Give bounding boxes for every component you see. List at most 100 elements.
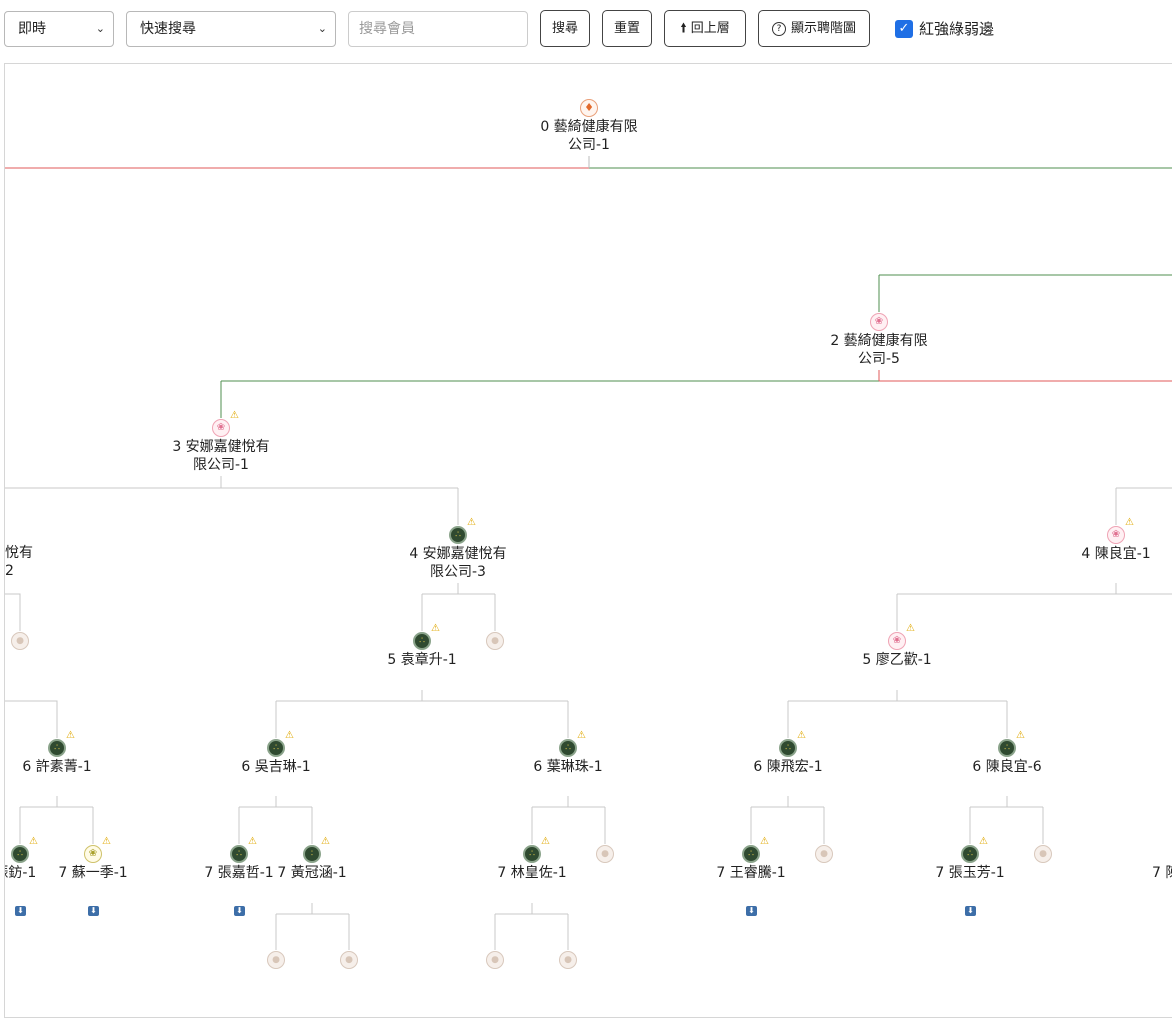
warning-icon: ⚠ [66,730,75,741]
green-three-star-icon: ∴ [449,526,467,544]
node-label: 2 藝綺健康有限公司-5 [830,333,928,367]
tree-node[interactable]: ∴ ⚠ 7 張玉芳-1 ⬇ [935,837,1005,916]
tree-node[interactable]: ∴ ⚠ 7 張嘉哲-1 ⬇ [204,837,274,916]
tree-node[interactable]: ❀ 2 藝綺健康有限公司-5 [830,313,928,367]
download-icon[interactable]: ⬇ [88,906,99,916]
node-label: 7 黃冠涵-1 [277,865,347,881]
tree-node[interactable]: ❀ ⚠ 4 陳良宜-1 [1081,518,1150,563]
empty-avatar-icon: ● [486,632,504,650]
tree-node[interactable]: ❀ ⚠ 7 蘇一季-1 ⬇ [58,837,128,916]
tree-node-empty[interactable]: ● [340,951,358,969]
download-icon[interactable]: ⬇ [15,906,26,916]
up-level-button-label: 回上層 [690,21,730,36]
empty-avatar-icon: ● [596,845,614,863]
tree-node-empty[interactable]: ● [486,951,504,969]
warning-icon: ⚠ [979,836,988,847]
tree-node-empty[interactable]: ● [486,632,504,650]
node-label: 0 藝綺健康有限公司-1 [540,119,638,153]
warning-icon: ⚠ [321,836,330,847]
mode-select-value: 即時 [18,21,46,37]
quick-search-select[interactable]: 快速搜尋 ⌄ [126,11,336,47]
search-button[interactable]: 搜尋 [540,10,590,47]
question-circle-icon: ? [771,22,786,36]
warning-icon: ⚠ [906,623,915,634]
warning-icon: ⚠ [1125,517,1134,528]
warning-icon: ⚠ [541,836,550,847]
tree-node-empty[interactable]: ● [559,951,577,969]
green-three-star-icon: ∴ [413,632,431,650]
node-label: 5 廖乙歡-1 [862,652,932,668]
green-three-star-icon: ∴ [961,845,979,863]
warning-icon: ⚠ [285,730,294,741]
node-label: 7 林皇佐-1 [497,865,567,881]
tree-node[interactable]: ∴ ⚠ 4 安娜嘉健悅有限公司-3 [409,518,506,581]
empty-avatar-icon: ● [486,951,504,969]
tree-node[interactable]: ∴ ⚠ 5 袁章升-1 [387,624,456,669]
empty-avatar-icon: ● [1034,845,1052,863]
tree-node[interactable]: ∴ ⚠ 6 陳良宜-6 [972,731,1041,776]
yellow-flower-icon: ❀ [84,845,102,863]
diamond-icon: ♦ [580,99,598,117]
chevron-down-icon: ⌄ [95,22,105,35]
node-label: 3 安娜嘉健悅有限公司-1 [172,439,270,473]
tree-links [5,156,1172,950]
up-level-button[interactable]: 🠙回上層 [664,10,746,47]
member-search-input[interactable] [348,11,528,47]
tree-node-empty[interactable]: ● [1034,845,1052,863]
tree-node[interactable]: ∴ ⚠ 6 許素菁-1 [22,731,91,776]
reset-button[interactable]: 重置 [602,10,652,47]
green-two-star-icon: ∶ [303,845,321,863]
toolbar: 即時 ⌄ 快速搜尋 ⌄ 搜尋 重置 🠙回上層 ?顯示聘階圖 ✓ 紅強綠弱邊 [0,0,1176,58]
empty-avatar-icon: ● [267,951,285,969]
tree-node-empty[interactable]: ● [596,845,614,863]
tree-node[interactable]: ∴ ⚠ 6 吳吉琳-1 [241,731,310,776]
download-icon[interactable]: ⬇ [746,906,757,916]
tree-node-empty[interactable]: ● [11,632,29,650]
node-label: 7 王睿騰-1 [716,865,786,881]
tree-node[interactable]: ♦ 0 藝綺健康有限公司-1 [540,99,638,153]
arrow-up-icon: 🠙 [680,21,687,36]
green-three-star-icon: ∴ [523,845,541,863]
warning-icon: ⚠ [797,730,806,741]
flower-icon: ❀ [870,313,888,331]
green-three-star-icon: ∴ [48,739,66,757]
highlight-edges-checkbox[interactable]: ✓ [895,20,913,38]
tree-node-empty[interactable]: ● [815,845,833,863]
green-three-star-icon: ∴ [230,845,248,863]
highlight-edges-label: 紅強綠弱邊 [919,20,995,38]
warning-icon: ⚠ [1016,730,1025,741]
search-button-label: 搜尋 [551,21,578,36]
green-three-star-icon: ∴ [998,739,1016,757]
node-label: 7 張振鈁-1 [5,865,37,881]
download-icon[interactable]: ⬇ [965,906,976,916]
tree-node[interactable]: ∴ ⚠ 6 葉琳珠-1 [533,731,602,776]
warning-icon: ⚠ [467,517,476,528]
green-three-star-icon: ∴ [11,845,29,863]
node-label: 5 袁章升-1 [387,652,457,668]
flower-icon: ❀ [212,419,230,437]
org-tree-canvas[interactable]: ♦ 0 藝綺健康有限公司-1 ❀ 2 藝綺健康有限公司-5 ❀ ⚠ 3 安娜嘉健… [4,63,1172,1018]
empty-avatar-icon: ● [11,632,29,650]
node-label: 6 吳吉琳-1 [241,759,311,775]
node-label: 6 陳飛宏-1 [753,759,823,775]
tree-node[interactable]: ❀ ⚠ 5 廖乙歡-1 [862,624,931,669]
empty-avatar-icon: ● [815,845,833,863]
green-three-star-icon: ∴ [559,739,577,757]
warning-icon: ⚠ [230,410,239,421]
partial-node-label: 7 陳 [1152,865,1172,881]
chevron-down-icon: ⌄ [317,22,327,35]
download-icon[interactable]: ⬇ [234,906,245,916]
tree-node[interactable]: ∴ ⚠ 6 陳飛宏-1 [753,731,822,776]
tree-node[interactable]: ∶ ⚠ 7 黃冠涵-1 [277,837,346,882]
warning-icon: ⚠ [102,836,111,847]
tree-node[interactable]: ∴ ⚠ 7 林皇佐-1 [497,837,566,882]
tree-node-empty[interactable]: ● [267,951,285,969]
mode-select[interactable]: 即時 ⌄ [4,11,114,47]
show-rank-chart-button[interactable]: ?顯示聘階圖 [758,10,870,47]
green-three-star-icon: ∴ [742,845,760,863]
tree-node[interactable]: ∴ ⚠ 7 王睿騰-1 ⬇ [716,837,786,916]
warning-icon: ⚠ [760,836,769,847]
tree-node[interactable]: ❀ ⚠ 3 安娜嘉健悅有限公司-1 [172,411,269,474]
tree-node[interactable]: ∴ ⚠ 7 張振鈁-1 ⬇ [5,837,38,916]
